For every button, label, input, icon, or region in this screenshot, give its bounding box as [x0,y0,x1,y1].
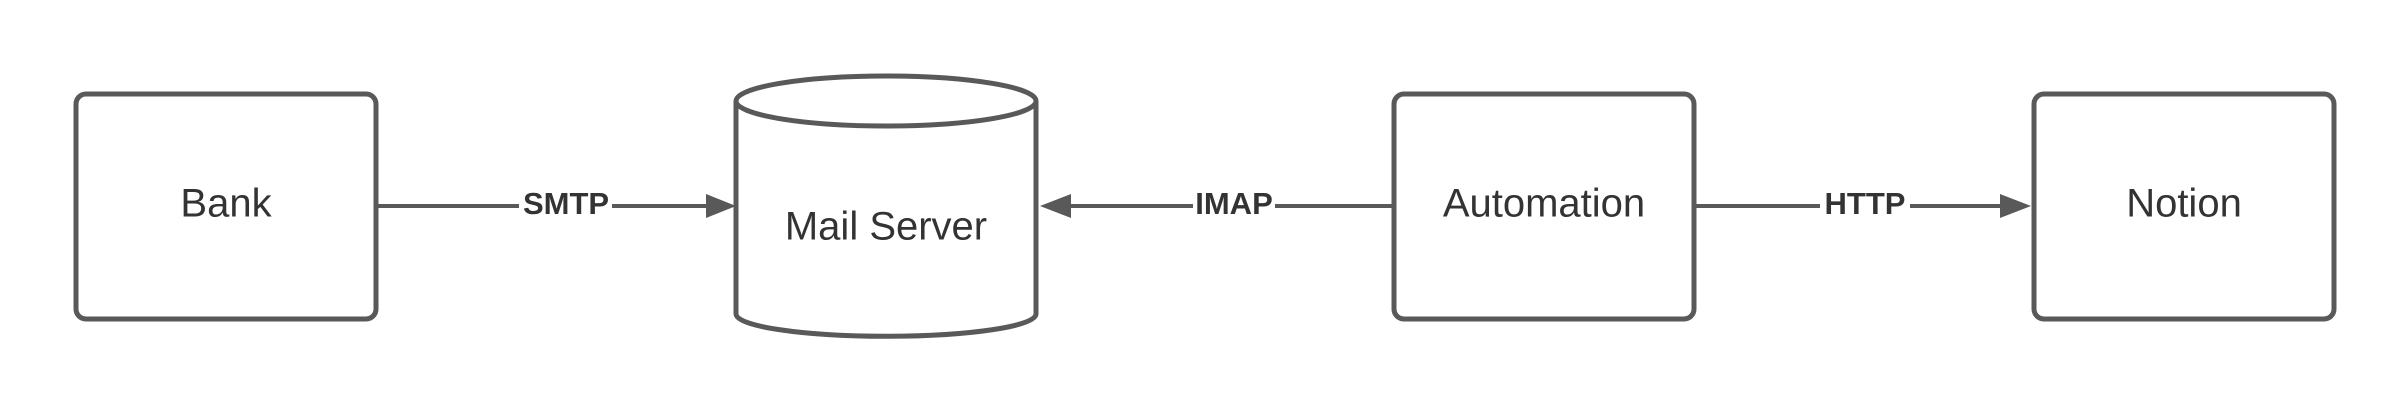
edge-label-smtp: SMTP [523,186,609,221]
arrowhead-imap [1040,194,1071,218]
edge-bank-to-mail-server: SMTP [378,186,736,221]
node-notion-label: Notion [2126,182,2242,226]
node-bank[interactable]: Bank [73,91,379,322]
node-mail-server-body [733,101,1039,339]
node-automation[interactable]: Automation [1391,91,1697,322]
node-automation-box [1391,91,1697,322]
node-bank-box [73,91,379,322]
edge-automation-to-mail-server: IMAP [1040,186,1394,221]
node-notion[interactable]: Notion [2031,91,2337,322]
node-notion-box [2031,91,2337,322]
edge-label-imap: IMAP [1195,186,1273,221]
node-automation-label: Automation [1443,182,1645,226]
node-mail-server-label: Mail Server [785,205,987,249]
arrowhead-http [2000,194,2031,218]
edge-automation-to-notion: HTTP [1696,186,2031,221]
node-bank-label: Bank [180,182,272,226]
arrowhead-smtp [706,194,736,218]
node-mail-server-top [733,73,1039,129]
edge-label-http: HTTP [1825,186,1906,221]
node-mail-server[interactable]: Mail Server [733,73,1039,339]
